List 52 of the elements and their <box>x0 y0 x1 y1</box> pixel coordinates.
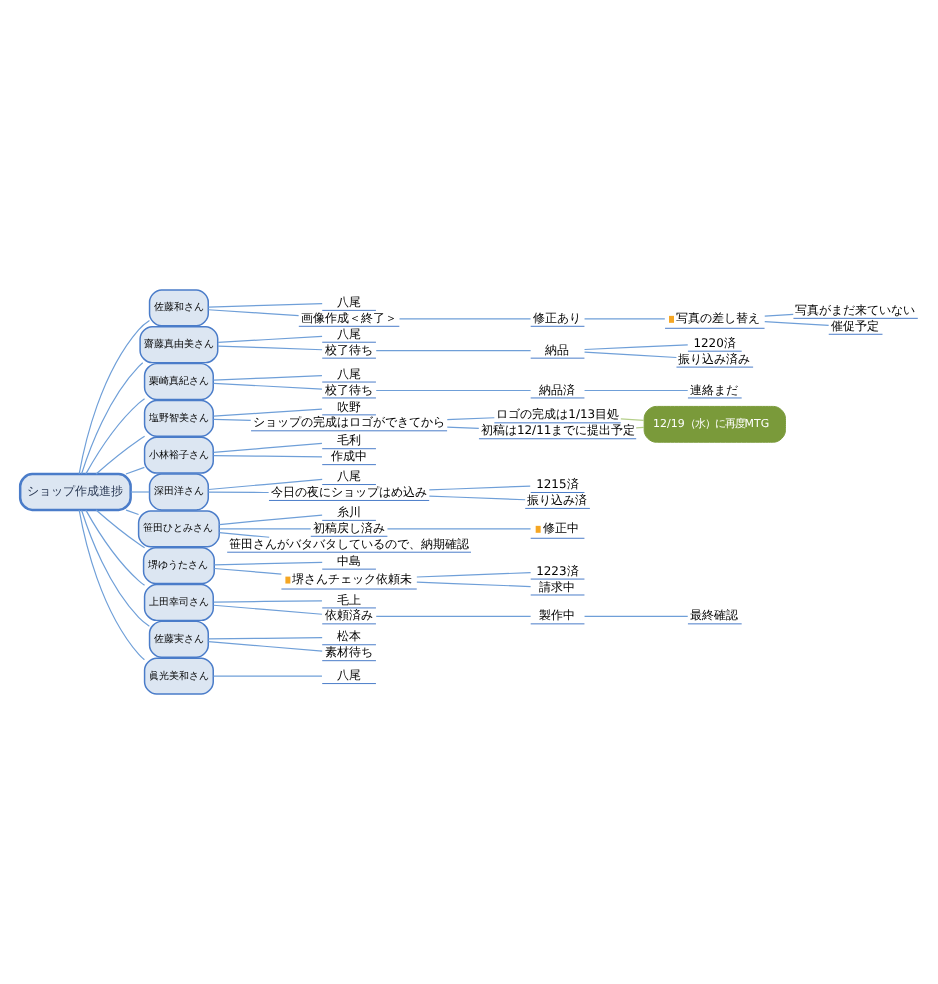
connector <box>218 514 323 526</box>
connector <box>78 319 151 475</box>
connector <box>583 344 689 351</box>
connector <box>620 418 645 421</box>
connector <box>217 335 323 344</box>
connector <box>81 362 144 475</box>
connector <box>95 509 146 549</box>
connector <box>213 561 323 566</box>
connector <box>125 509 140 516</box>
connector <box>446 417 495 421</box>
connector <box>212 604 323 615</box>
connector <box>764 321 830 326</box>
connector <box>416 572 532 578</box>
connector <box>207 637 323 640</box>
connector <box>218 528 312 530</box>
connector <box>78 509 146 661</box>
connector <box>212 600 323 603</box>
connector <box>428 485 531 491</box>
connector <box>212 408 323 417</box>
connector <box>125 466 145 475</box>
connector <box>207 641 323 652</box>
connector <box>85 509 146 586</box>
connector <box>213 567 282 575</box>
connector <box>130 491 150 493</box>
connector <box>207 303 323 308</box>
connector <box>583 615 689 617</box>
connector <box>583 351 677 359</box>
connector <box>375 350 532 352</box>
connector <box>81 509 150 627</box>
connector <box>583 318 666 320</box>
connector <box>207 309 300 317</box>
connector <box>217 345 323 351</box>
connector <box>212 375 323 381</box>
connector <box>416 581 532 588</box>
connector <box>375 389 532 392</box>
connector <box>212 442 323 453</box>
connector <box>212 382 323 390</box>
connector <box>398 318 532 320</box>
connector <box>212 675 323 677</box>
connector <box>428 495 526 501</box>
connector <box>218 531 270 538</box>
connector <box>212 418 252 422</box>
connector <box>446 426 480 429</box>
connector <box>207 478 323 491</box>
connector <box>207 491 270 494</box>
connector <box>583 389 689 392</box>
connector <box>212 455 323 458</box>
connector <box>375 615 532 617</box>
connector <box>764 313 794 317</box>
connector <box>85 398 146 475</box>
connector <box>95 435 146 475</box>
connector <box>386 528 532 530</box>
